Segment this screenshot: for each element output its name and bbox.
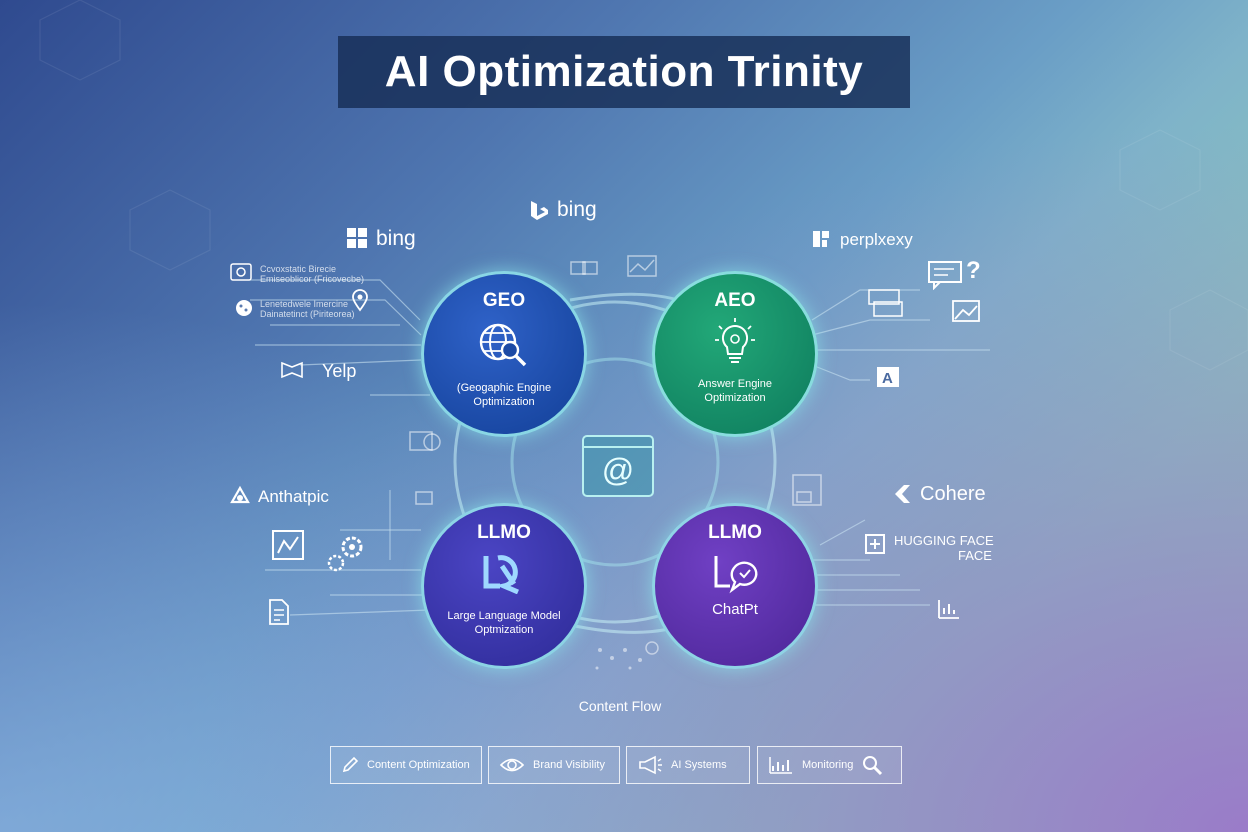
chart-icon [769,757,792,774]
content-flow-label: Content Flow [578,698,662,714]
hugging-face-logo: HUGGING FACE FACE [864,533,994,563]
anthropic-logo: Anthatpic [228,485,329,509]
at-sign-icon: @ [601,452,635,488]
title-banner: AI Optimization Trinity [338,36,910,108]
text-a-icon: A [876,366,900,395]
decor-icons [409,255,822,506]
pencil-icon [342,756,359,773]
chip-brand-visibility[interactable]: Brand Visibility [488,746,620,784]
aeo-circle: AEO Answer Engine Optimization [652,271,818,437]
chat-list-icon [868,288,904,323]
globe-search-icon [476,320,532,375]
recycle-icon [228,485,252,509]
page-title: AI Optimization Trinity [384,47,864,96]
cohere-logo: Cohere [890,482,986,506]
cookie-icon [234,297,254,324]
chip-monitoring[interactable]: Monitoring [757,746,902,784]
analytics-icon [936,596,962,625]
chip-content-optimization[interactable]: Content Optimization [330,746,482,784]
right-circuit-lines [811,289,990,606]
llmo-left-circle: LLMO Large Language Model Optmization [421,503,587,669]
small-label-b: Lenetedwele Imercine Dainatetinct (Pirit… [260,299,355,319]
left-circuit-lines [250,279,431,616]
llmo-right-circle: LLMO ChatPt [652,503,818,669]
bing-logo-top: bing [527,198,597,222]
document-icon [268,598,290,631]
image-frame-icon [952,300,982,329]
hugging-face-icon [864,533,888,557]
cohere-icon [890,482,914,506]
geo-circle: GEO (Geogaphic Engine Optimization [421,271,587,437]
center-browser-icon: @ [582,435,654,497]
chat-bubble-icon [710,554,760,599]
small-label-a: Ccvoxstatic Birecie Emiseoblicor (Fricov… [260,264,365,284]
llm-logo-icon [482,554,526,599]
yelp-logo: Yelp [280,359,356,383]
hexagon-pattern [39,0,1248,371]
chart-drawing-icon [270,527,310,568]
megaphone-icon [639,755,662,775]
eye-icon [499,758,525,772]
decor-dots [595,641,659,670]
chip-ai-systems[interactable]: AI Systems [626,746,750,784]
perplexity-icon [810,228,834,252]
magnifier-icon [863,756,883,776]
svg-text:A: A [882,370,893,387]
image-icon [230,262,252,287]
chat-question-icon: ? [928,256,984,295]
windows-icon [346,227,370,251]
perplexity-logo: perplxexy [810,228,913,252]
location-pin-icon [351,288,369,317]
yelp-icon [280,359,316,383]
bing-logo-left: bing [346,227,416,251]
bing-icon [527,198,551,222]
lightbulb-icon [713,318,757,371]
gears-icon [322,533,370,580]
svg-text:?: ? [966,257,981,284]
